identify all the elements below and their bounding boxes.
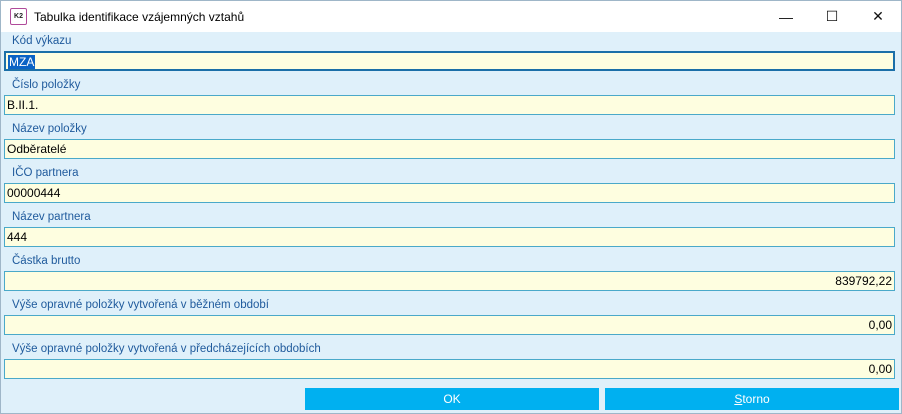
opravna-polozka-predchazejici-input[interactable]: 0,00 xyxy=(4,359,895,379)
field-label: IČO partnera xyxy=(12,167,79,179)
cancel-label-rest: torno xyxy=(742,392,770,406)
selected-text: MZA xyxy=(8,55,36,69)
app-icon: K2 xyxy=(10,8,27,25)
field-label: Výše opravné položky vytvořená v předchá… xyxy=(12,343,321,355)
cislo-polozky-input[interactable]: B.II.1. xyxy=(4,95,895,115)
field-label: Číslo položky xyxy=(12,79,81,91)
field-label: Kód výkazu xyxy=(12,35,72,47)
field-label: Částka brutto xyxy=(12,255,81,267)
field-label: Název partnera xyxy=(12,211,91,223)
field-label: Název položky xyxy=(12,123,87,135)
maximize-icon[interactable]: ☐ xyxy=(825,8,839,24)
title-bar[interactable]: K2 Tabulka identifikace vzájemných vztah… xyxy=(1,1,901,32)
close-icon[interactable]: ✕ xyxy=(872,8,884,24)
window-title: Tabulka identifikace vzájemných vztahů xyxy=(34,9,245,24)
nazev-partnera-input[interactable]: 444 xyxy=(4,227,895,247)
opravna-polozka-bezne-input[interactable]: 0,00 xyxy=(4,315,895,335)
ok-button[interactable]: OK xyxy=(305,388,599,410)
window-controls: — ☐ ✕ xyxy=(763,1,901,32)
cancel-accelerator: S xyxy=(734,392,743,406)
ico-partnera-input[interactable]: 00000444 xyxy=(4,183,895,203)
nazev-polozky-input[interactable]: Odběratelé xyxy=(4,139,895,159)
minimize-icon[interactable]: — xyxy=(779,8,793,25)
kod-vykazu-input[interactable]: MZA xyxy=(4,51,895,71)
form-content: Kód výkazu MZA Číslo položky B.II.1. Náz… xyxy=(1,32,901,413)
castka-brutto-input[interactable]: 839792,22 xyxy=(4,271,895,291)
field-label: Výše opravné položky vytvořená v běžném … xyxy=(12,299,269,311)
cancel-button[interactable]: Storno xyxy=(605,388,899,410)
